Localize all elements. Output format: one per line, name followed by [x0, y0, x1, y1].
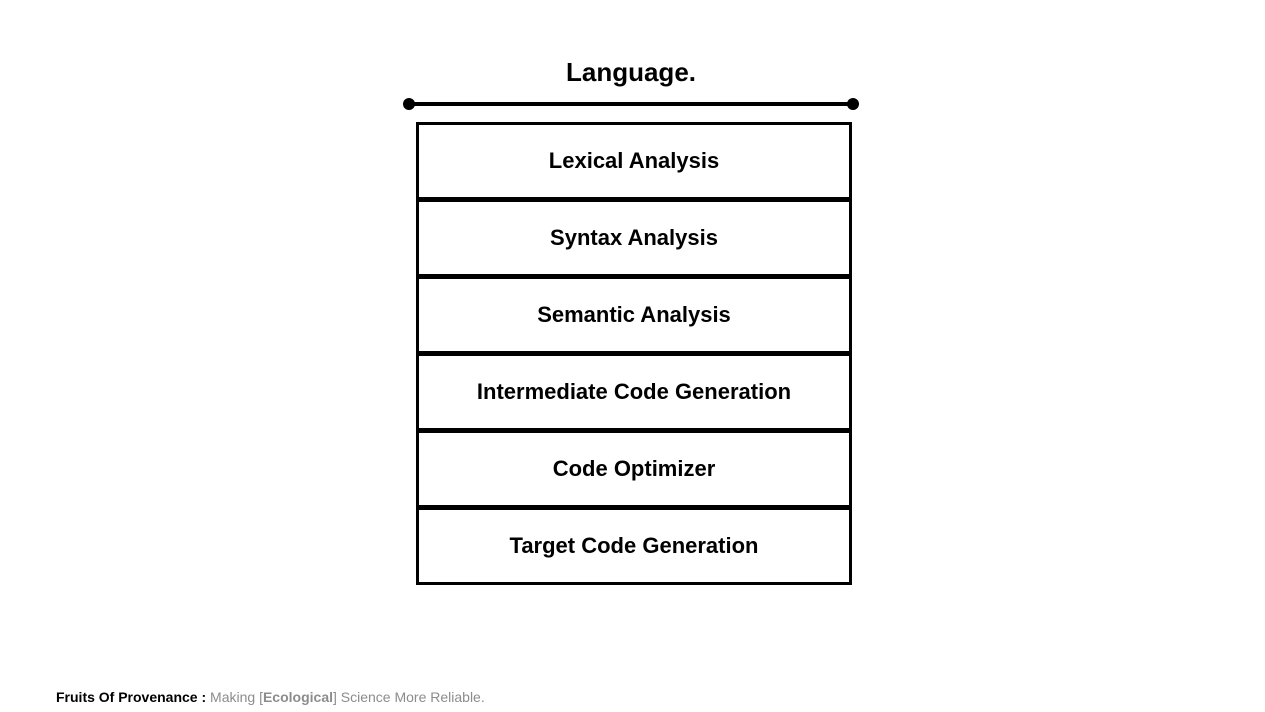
diagram-title: Language. — [565, 57, 696, 87]
footer-tagline-post: ] Science More Reliable. — [333, 689, 485, 705]
footer-tagline-pre: Making [ — [206, 689, 263, 705]
footer: Fruits Of Provenance : Making [Ecologica… — [56, 688, 485, 706]
underline-left-endpoint — [403, 98, 415, 110]
stage-target-code-generation: Target Code Generation — [416, 507, 852, 585]
stage-lexical-analysis: Lexical Analysis — [416, 122, 852, 200]
footer-tagline-emphasis: Ecological — [262, 689, 333, 705]
stage-intermediate-code-generation: Intermediate Code Generation — [416, 353, 852, 431]
stage-semantic-analysis: Semantic Analysis — [416, 276, 852, 354]
stage-code-optimizer: Code Optimizer — [416, 430, 852, 508]
underline-right-endpoint — [847, 98, 859, 110]
compiler-stage-stack: Lexical Analysis Syntax Analysis Semanti… — [416, 122, 852, 585]
footer-brand: Fruits Of Provenance : — [56, 689, 207, 705]
stage-syntax-analysis: Syntax Analysis — [416, 199, 852, 277]
title-underline-bar — [409, 102, 853, 106]
